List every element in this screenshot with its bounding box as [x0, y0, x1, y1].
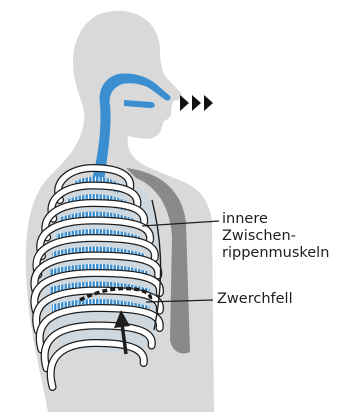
- diaphragm-label: Zwerchfell: [217, 291, 293, 308]
- intercostal-muscles-label: innere Zwischen- rippenmuskeln: [222, 211, 329, 262]
- exhale-arrows-icon: [180, 95, 213, 111]
- intercostal-label-line-3: rippenmuskeln: [222, 245, 329, 262]
- intercostal-label-line-2: Zwischen-: [222, 228, 329, 245]
- intercostal-label-line-1: innere: [222, 211, 329, 228]
